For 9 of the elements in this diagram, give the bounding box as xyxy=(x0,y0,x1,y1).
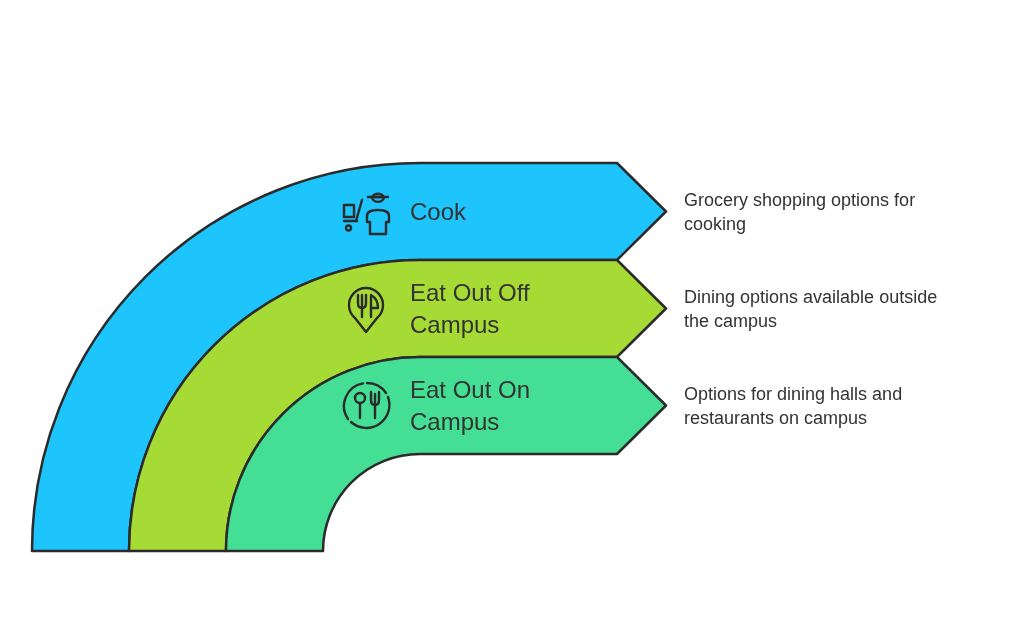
category-title: Cook xyxy=(410,196,468,227)
description-text: Dining options available outside the campus xyxy=(684,285,939,333)
category-title: Eat Out Off Campus xyxy=(410,277,531,340)
curved-arrow-band xyxy=(30,161,668,553)
description-text: Options for dining halls and restaurants on campus xyxy=(684,382,904,430)
category-title: Eat Out On Campus xyxy=(410,374,532,437)
curved-arrow-band xyxy=(224,355,668,553)
description-text: Grocery shopping options for cooking xyxy=(684,188,917,236)
curved-arrow-band xyxy=(127,258,668,553)
